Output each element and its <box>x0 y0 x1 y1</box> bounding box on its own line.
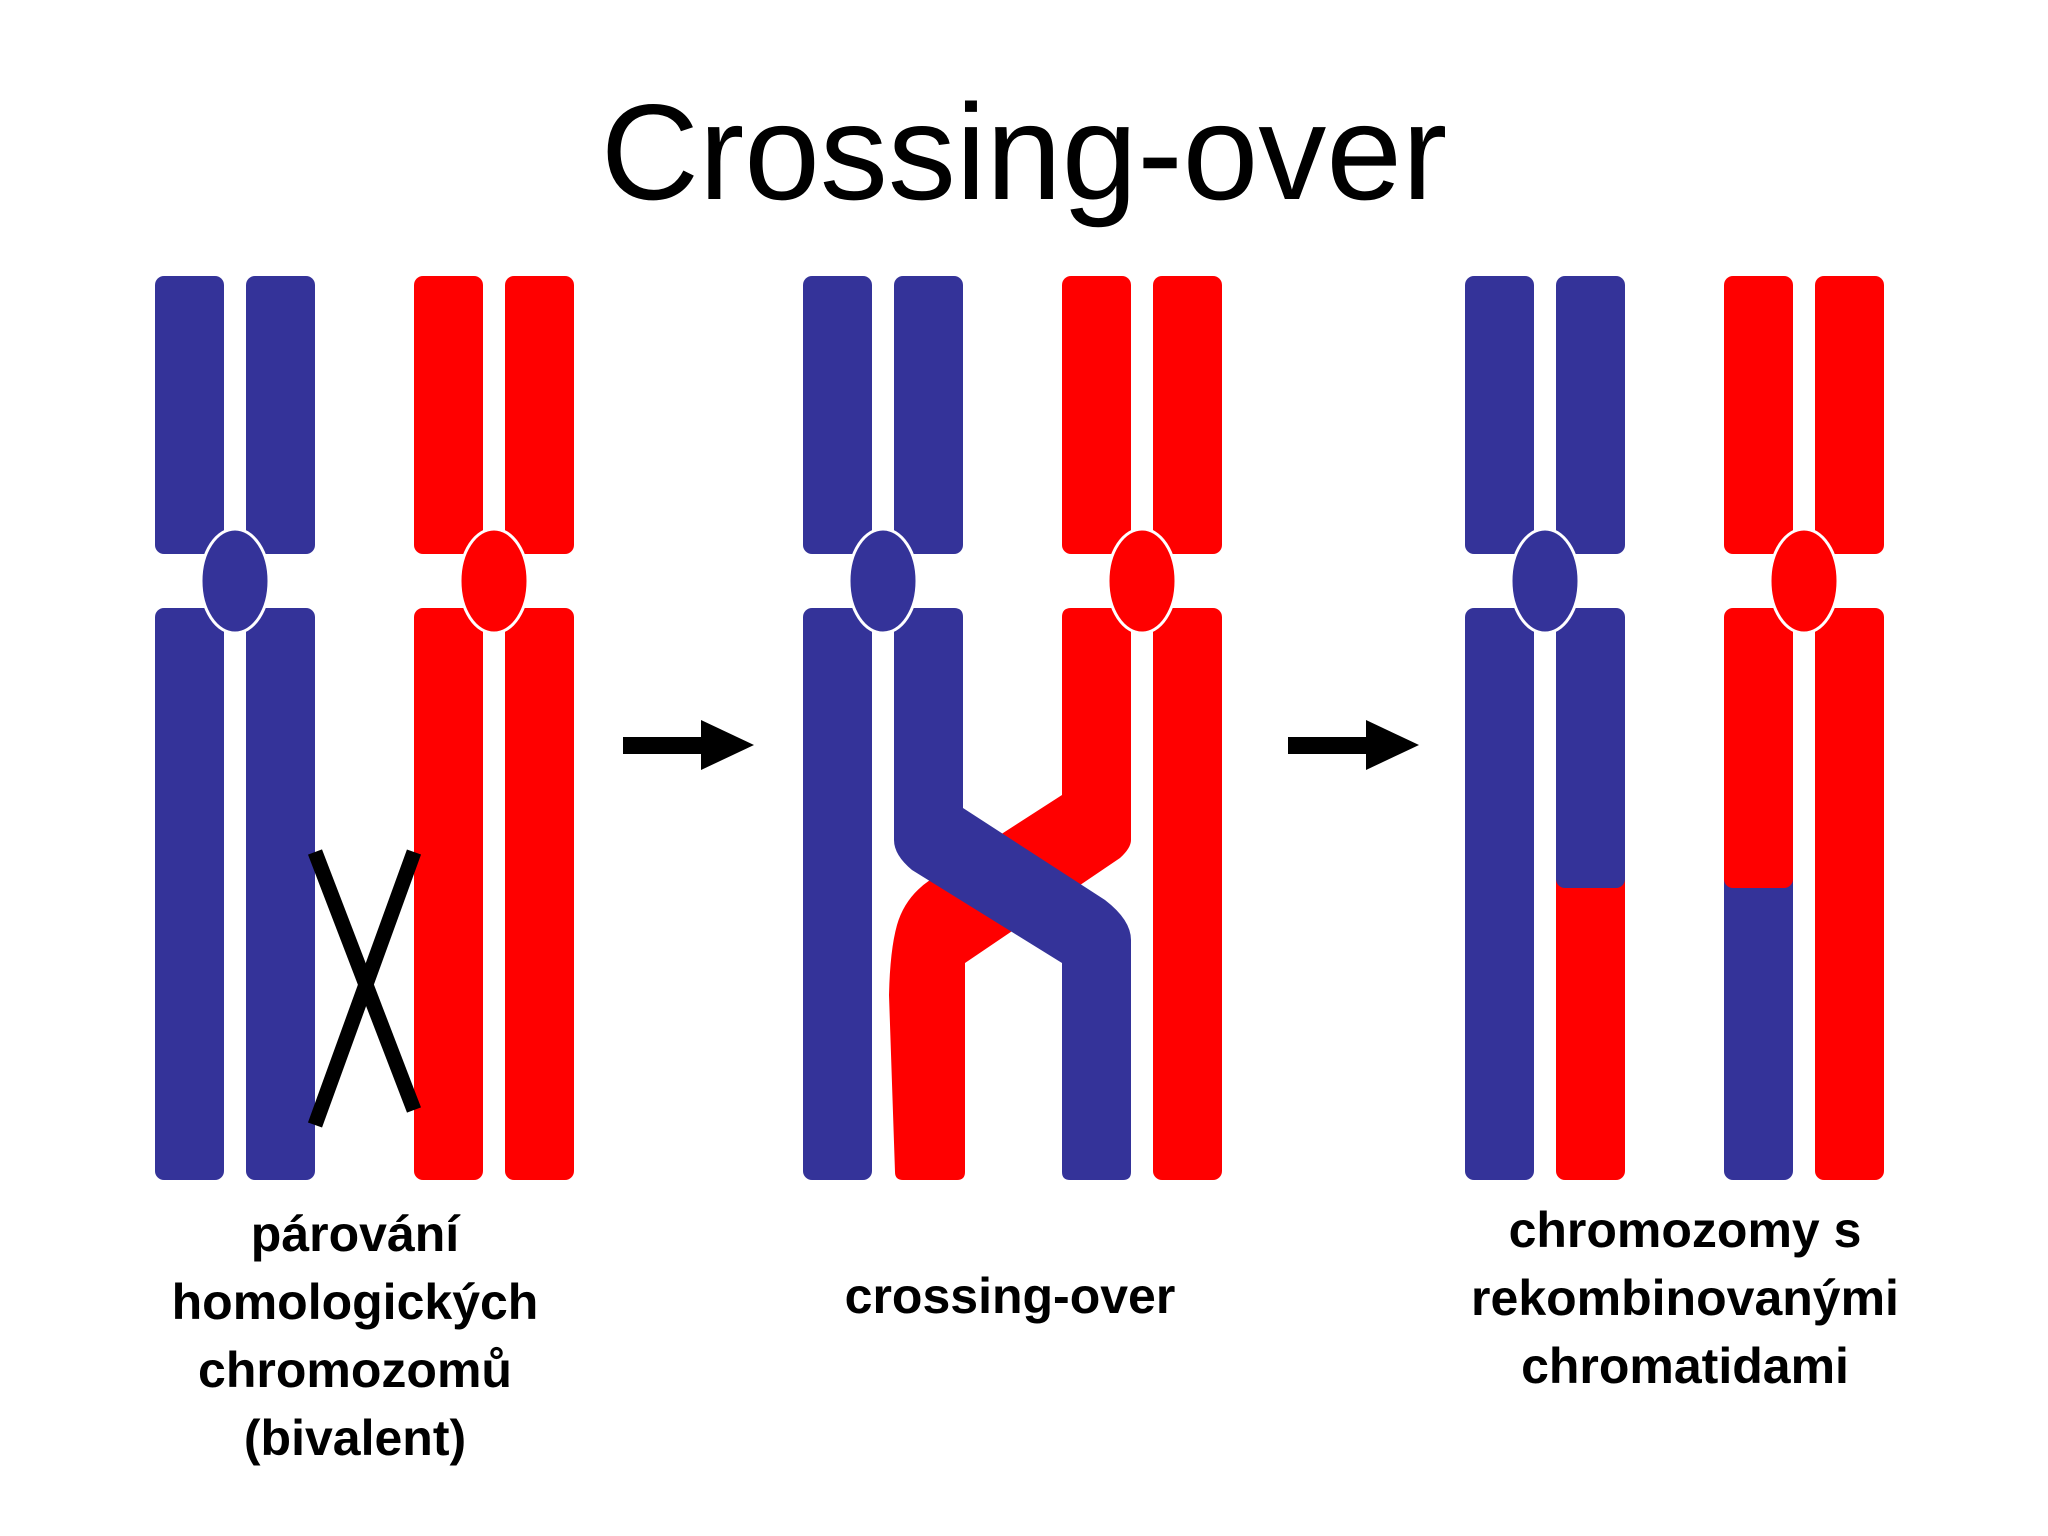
arrow-shaft <box>623 737 703 754</box>
chromatid-arm <box>803 276 872 554</box>
chromatid-segment <box>1556 608 1625 888</box>
chromatid-arm <box>1153 608 1222 1180</box>
arrow-shaft <box>1288 737 1368 754</box>
blue-chromosome <box>803 276 963 1180</box>
chiasma-connector <box>307 849 422 1128</box>
panel-recombined <box>1465 276 1884 1180</box>
caption-line: chromatidami <box>1521 1338 1849 1394</box>
chromatid-segment <box>1556 870 1625 1180</box>
red-chromosome <box>414 276 574 1180</box>
chiasma-line <box>307 849 422 1128</box>
centromere <box>199 527 271 635</box>
arrow-head <box>701 720 754 770</box>
chromatid-arm <box>1153 276 1222 554</box>
caption-line: chromozomů <box>198 1342 512 1398</box>
chromatid-arm <box>894 276 963 554</box>
chromatid-arm <box>1465 608 1534 1180</box>
caption-crossing-over: crossing-over <box>760 1262 1260 1330</box>
chromatid-arm <box>505 276 574 554</box>
chromatid-arm <box>1556 276 1625 554</box>
centromere <box>1509 527 1581 635</box>
chromatid-arm <box>246 276 315 554</box>
chromatid-segment <box>1724 888 1793 928</box>
arrow-right-icon <box>623 720 754 770</box>
centromere <box>1106 527 1178 635</box>
panel-crossing-over <box>803 276 1222 1180</box>
red-chromosome <box>1062 276 1222 1180</box>
diagram-title: Crossing-over <box>600 76 1448 228</box>
caption-recombined: chromozomy s rekombinovanými chromatidam… <box>1405 1196 1965 1400</box>
chromatid-segment <box>1556 888 1625 928</box>
blue-chromosome <box>155 276 315 1180</box>
recombined-chromatid <box>1724 608 1793 1180</box>
chromatid-arm <box>1815 276 1884 554</box>
chromatid-segment <box>1724 608 1793 888</box>
chromatid-arm <box>1062 276 1131 554</box>
caption-line: homologických <box>171 1274 539 1330</box>
red-chromosome <box>1724 276 1884 1180</box>
chromatid-arm <box>1724 276 1793 554</box>
chromatid-arm <box>155 276 224 554</box>
chromatid-arm <box>414 276 483 554</box>
chromatid-segment <box>1724 870 1793 1180</box>
caption-line: rekombinovanými <box>1471 1270 1899 1326</box>
centromere <box>458 527 530 635</box>
blue-chromosome <box>1465 276 1625 1180</box>
chromatid-arm <box>414 608 483 1180</box>
arrow-right-icon <box>1288 720 1419 770</box>
recombined-chromatid <box>1556 608 1625 1180</box>
caption-line: (bivalent) <box>243 1410 467 1466</box>
chromatid-arm <box>1815 608 1884 1180</box>
chromatid-arm <box>505 608 574 1180</box>
centromere <box>1768 527 1840 635</box>
caption-bivalent: párování homologických chromozomů (bival… <box>105 1200 605 1472</box>
caption-line: párování <box>250 1206 460 1262</box>
chromatid-arm <box>155 608 224 1180</box>
arrow-head <box>1366 720 1419 770</box>
chromatid-arm <box>246 608 315 1180</box>
caption-line: chromozomy s <box>1508 1202 1862 1258</box>
caption-line: crossing-over <box>844 1268 1176 1324</box>
centromere <box>847 527 919 635</box>
panel-bivalent <box>155 276 574 1180</box>
chromatid-arm <box>1465 276 1534 554</box>
chromatid-arm <box>803 608 872 1180</box>
crossed-chromatid-blue <box>894 608 1131 1180</box>
